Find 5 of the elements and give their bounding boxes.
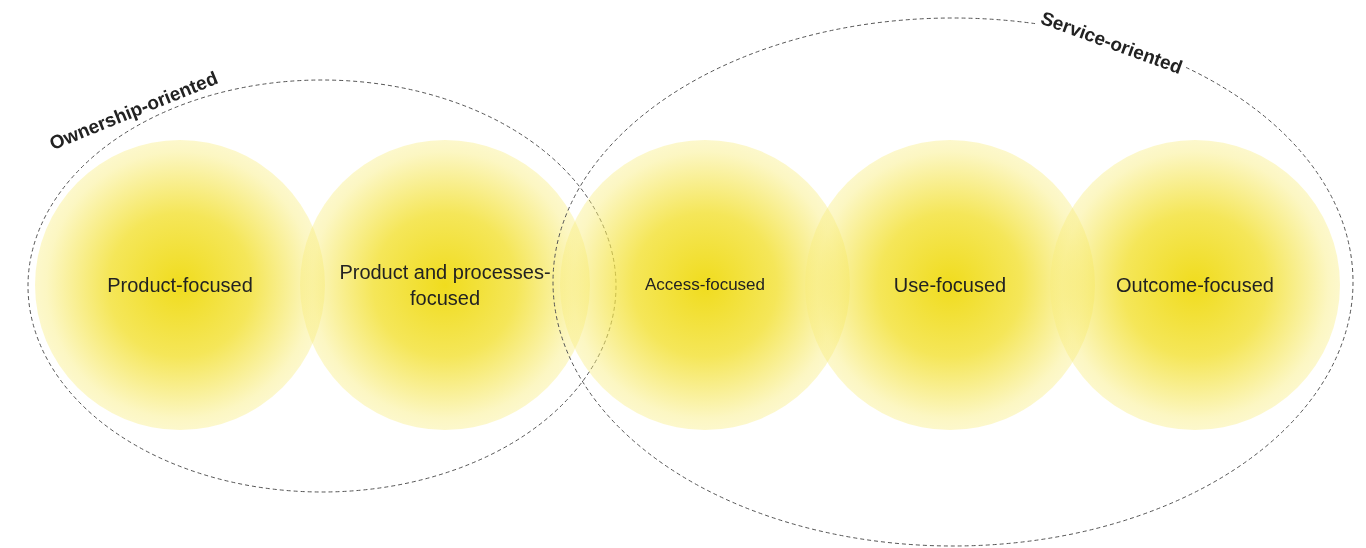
circle-label: Access-focused [645,273,765,296]
circle-label: Product-focused [107,273,253,298]
circle-label: Use-focused [893,273,1007,298]
circle-label: Product and processes-focused [338,260,552,311]
circle-label: Outcome-focused [1116,273,1274,298]
